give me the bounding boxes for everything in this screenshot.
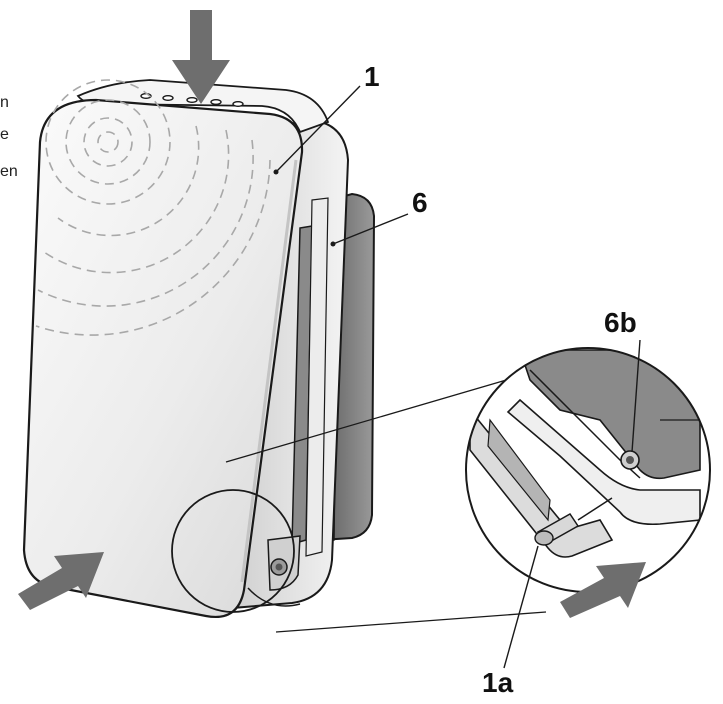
detail-area-circle (171, 489, 295, 613)
label-part-6b: 6b (604, 307, 637, 338)
zoomed-detail (465, 347, 711, 593)
label-part-6: 6 (412, 187, 428, 218)
arrow-diagonal-left-icon (18, 552, 104, 610)
press-arrows (18, 10, 646, 618)
leader-dots (273, 169, 336, 247)
arrow-down-icon (172, 10, 230, 104)
edge-text-3: en (0, 163, 18, 180)
arrow-diagonal-right-icon (560, 562, 646, 618)
edge-text-fragments: n e en (0, 94, 18, 180)
edge-text-2: e (0, 126, 9, 143)
label-part-1a: 1a (482, 667, 514, 698)
edge-text-1: n (0, 94, 9, 111)
wireless-signal-graphic (35, 79, 271, 336)
label-part-1: 1 (364, 61, 380, 92)
locking-pin-1a (534, 497, 613, 546)
leader-lines (275, 85, 641, 669)
magnifier-link-lines (225, 375, 547, 633)
